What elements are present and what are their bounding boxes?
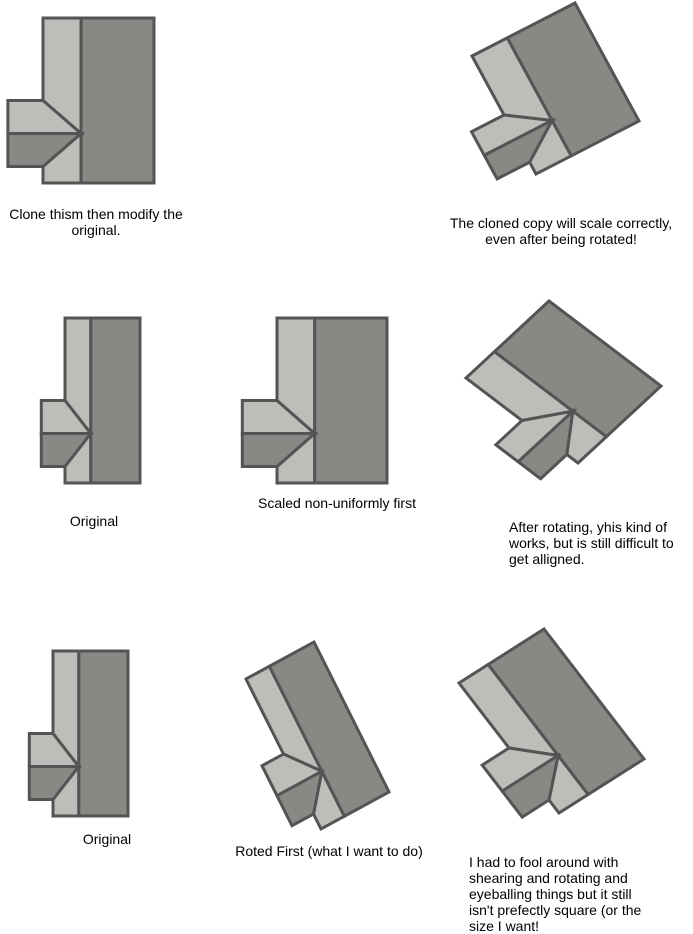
caption-scaled-nonuniform: Scaled non-uniformly first bbox=[258, 495, 416, 511]
figure-scaled-nonuniform-right-panel bbox=[313, 316, 389, 485]
figure-scaled-nonuniform-lower-arm bbox=[240, 432, 319, 468]
figure-original-row3 bbox=[27, 649, 130, 818]
caption-clone-scaled: The cloned copy will scale correctly, ev… bbox=[449, 215, 673, 247]
figure-after-rotating-lower-arm bbox=[515, 407, 575, 481]
caption-original-row2: Original bbox=[69, 513, 119, 529]
caption-fooling-around: I had to fool around with shearing and r… bbox=[469, 854, 642, 934]
figure-original-row3-lower-arm bbox=[27, 765, 82, 801]
caption-original-row3: Original bbox=[82, 831, 132, 847]
figure-original-row3-right-panel bbox=[77, 649, 130, 818]
figure-after-rotating bbox=[463, 299, 664, 481]
figure-original-row2 bbox=[39, 316, 142, 485]
figure-rotated-first bbox=[244, 639, 391, 832]
caption-clone-instruction: Clone thism then modify the original. bbox=[9, 206, 183, 238]
figure-original-row2-right-panel bbox=[89, 316, 142, 485]
figure-original-row2-lower-arm bbox=[39, 432, 94, 468]
caption-rotated-first: Roted First (what I want to do) bbox=[235, 843, 423, 859]
figure-fooling-around-lower-arm bbox=[500, 752, 561, 820]
caption-after-rotating: After rotating, yhis kind of works, but … bbox=[509, 519, 674, 567]
figure-clone-rotated-lower-arm bbox=[482, 116, 556, 181]
figure-clone-source bbox=[6, 16, 156, 185]
figure-scaled-nonuniform bbox=[240, 316, 389, 485]
figure-clone-rotated bbox=[469, 0, 642, 181]
figure-fooling-around bbox=[456, 626, 647, 820]
figure-rotated-first-lower-arm bbox=[275, 768, 324, 828]
figure-clone-source-right-panel bbox=[79, 16, 156, 185]
figure-clone-source-lower-arm bbox=[6, 132, 86, 168]
